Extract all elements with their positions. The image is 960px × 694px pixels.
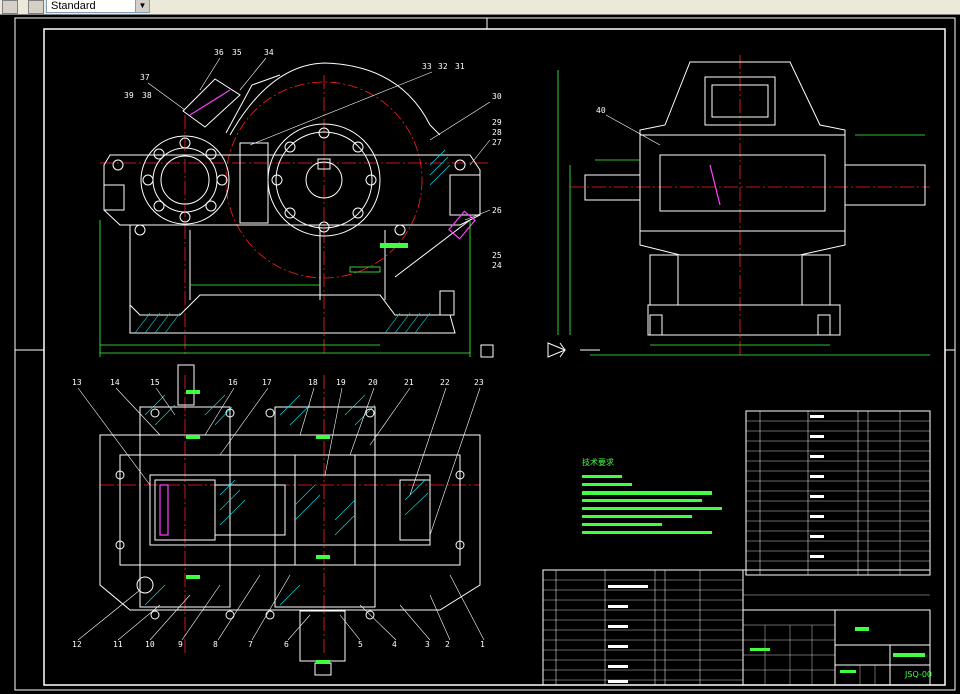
text-style-combo[interactable]: Standard ▼ [46, 0, 150, 13]
svg-text:19: 19 [336, 378, 346, 387]
svg-text:15: 15 [150, 378, 160, 387]
text-style-value: Standard [51, 0, 96, 12]
svg-text:29: 29 [492, 118, 502, 127]
view-marker [480, 344, 494, 358]
inner-frame [43, 28, 946, 686]
svg-text:3: 3 [425, 640, 430, 649]
svg-text:17: 17 [262, 378, 272, 387]
svg-text:18: 18 [308, 378, 318, 387]
svg-text:38: 38 [142, 91, 152, 100]
svg-text:1: 1 [480, 640, 485, 649]
tech-requirements-title: 技术要求 [582, 457, 614, 467]
svg-text:36: 36 [214, 48, 224, 57]
svg-text:21: 21 [404, 378, 414, 387]
svg-text:24: 24 [492, 261, 502, 270]
svg-text:14: 14 [110, 378, 120, 387]
svg-text:30: 30 [492, 92, 502, 101]
svg-text:11: 11 [113, 640, 123, 649]
svg-text:9: 9 [178, 640, 183, 649]
svg-text:4: 4 [392, 640, 397, 649]
technical-requirements: 技术要求 [582, 457, 722, 534]
svg-text:8: 8 [213, 640, 218, 649]
front-view [99, 62, 490, 357]
svg-text:26: 26 [492, 206, 502, 215]
svg-text:16: 16 [228, 378, 238, 387]
svg-text:28: 28 [492, 128, 502, 137]
svg-text:10: 10 [145, 640, 155, 649]
svg-text:22: 22 [440, 378, 450, 387]
svg-text:13: 13 [72, 378, 82, 387]
svg-text:35: 35 [232, 48, 242, 57]
svg-text:31: 31 [455, 62, 465, 71]
svg-text:20: 20 [368, 378, 378, 387]
svg-text:23: 23 [474, 378, 484, 387]
side-view [557, 55, 930, 358]
svg-text:5: 5 [358, 640, 363, 649]
text-style-icon[interactable] [28, 0, 44, 14]
svg-text:27: 27 [492, 138, 502, 147]
toolbar-button-1[interactable] [2, 0, 18, 14]
title-block: JSQ-00 [742, 609, 932, 686]
title-block-code: JSQ-00 [904, 670, 932, 679]
svg-text:37: 37 [140, 73, 150, 82]
outer-frame [14, 17, 956, 691]
svg-text:32: 32 [438, 62, 448, 71]
chevron-down-icon[interactable]: ▼ [135, 0, 149, 12]
svg-text:12: 12 [72, 640, 82, 649]
svg-text:25: 25 [492, 251, 502, 260]
parts-list-table [542, 410, 931, 686]
plan-view [99, 364, 481, 676]
toolbar: Standard ▼ [0, 0, 960, 15]
svg-text:39: 39 [124, 91, 134, 100]
svg-text:34: 34 [264, 48, 274, 57]
svg-text:7: 7 [248, 640, 253, 649]
view-arrow [547, 342, 567, 358]
svg-text:2: 2 [445, 640, 450, 649]
svg-text:6: 6 [284, 640, 289, 649]
side-view-label-40: 40 [596, 106, 606, 115]
svg-text:33: 33 [422, 62, 432, 71]
